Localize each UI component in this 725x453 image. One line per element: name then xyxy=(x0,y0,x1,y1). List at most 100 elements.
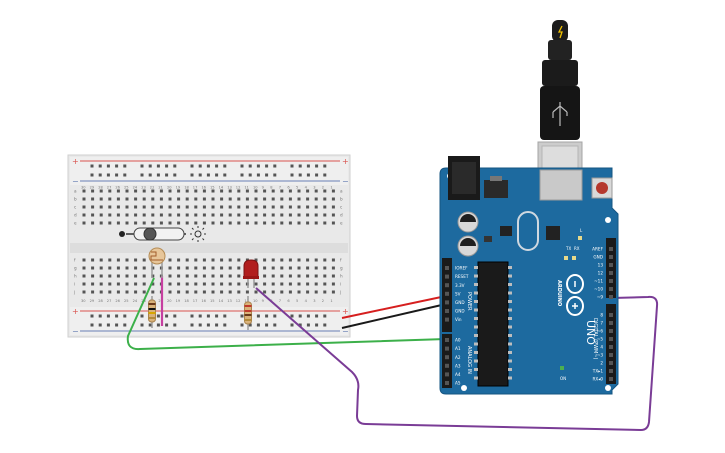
rail-hole[interactable] xyxy=(265,323,269,327)
breadboard-hole[interactable] xyxy=(194,197,198,201)
rail-hole[interactable] xyxy=(290,173,294,177)
rail-hole[interactable] xyxy=(123,314,127,318)
header-pin[interactable] xyxy=(445,355,449,360)
breadboard-hole[interactable] xyxy=(263,258,267,262)
photoresistor[interactable] xyxy=(148,247,166,278)
header-pin[interactable] xyxy=(609,247,613,251)
breadboard-hole[interactable] xyxy=(99,290,103,294)
breadboard-hole[interactable] xyxy=(254,221,258,225)
rail-hole[interactable] xyxy=(265,173,269,177)
breadboard[interactable]: + − + − + − + − 303029292828272726262525… xyxy=(67,154,351,338)
breadboard-hole[interactable] xyxy=(91,290,95,294)
header-pin[interactable] xyxy=(445,266,449,270)
breadboard-hole[interactable] xyxy=(99,189,103,193)
breadboard-hole[interactable] xyxy=(280,205,284,209)
rail-hole[interactable] xyxy=(106,173,110,177)
breadboard-hole[interactable] xyxy=(280,274,284,278)
breadboard-hole[interactable] xyxy=(237,274,241,278)
breadboard-hole[interactable] xyxy=(237,282,241,286)
breadboard-hole[interactable] xyxy=(82,274,86,278)
rail-hole[interactable] xyxy=(148,173,152,177)
rail-hole[interactable] xyxy=(323,314,327,318)
header-pin[interactable] xyxy=(445,309,449,313)
rail-hole[interactable] xyxy=(315,173,319,177)
rail-hole[interactable] xyxy=(248,323,252,327)
breadboard-hole[interactable] xyxy=(142,274,146,278)
rail-hole[interactable] xyxy=(156,323,160,327)
rail-hole[interactable] xyxy=(206,164,210,168)
breadboard-hole[interactable] xyxy=(331,205,335,209)
breadboard-hole[interactable] xyxy=(194,221,198,225)
breadboard-hole[interactable] xyxy=(314,221,318,225)
rail-hole[interactable] xyxy=(240,173,244,177)
breadboard-hole[interactable] xyxy=(211,258,215,262)
breadboard-hole[interactable] xyxy=(323,274,327,278)
breadboard-hole[interactable] xyxy=(271,290,275,294)
breadboard-hole[interactable] xyxy=(297,197,301,201)
breadboard-hole[interactable] xyxy=(220,258,224,262)
breadboard-hole[interactable] xyxy=(245,258,249,262)
rail-hole[interactable] xyxy=(98,323,102,327)
rail-hole[interactable] xyxy=(90,323,94,327)
breadboard-hole[interactable] xyxy=(211,282,215,286)
wire-gnd-black[interactable] xyxy=(341,303,447,329)
breadboard-hole[interactable] xyxy=(237,197,241,201)
breadboard-hole[interactable] xyxy=(288,205,292,209)
header-pin[interactable] xyxy=(609,337,613,341)
breadboard-hole[interactable] xyxy=(125,189,129,193)
breadboard-hole[interactable] xyxy=(220,266,224,270)
breadboard-hole[interactable] xyxy=(151,221,155,225)
breadboard-hole[interactable] xyxy=(168,258,172,262)
breadboard-hole[interactable] xyxy=(220,282,224,286)
breadboard-hole[interactable] xyxy=(142,213,146,217)
analog-header[interactable] xyxy=(442,334,452,388)
breadboard-hole[interactable] xyxy=(159,205,163,209)
header-pin[interactable] xyxy=(445,274,449,279)
breadboard-hole[interactable] xyxy=(306,258,310,262)
rail-hole[interactable] xyxy=(106,323,110,327)
breadboard-hole[interactable] xyxy=(288,221,292,225)
breadboard-hole[interactable] xyxy=(331,221,335,225)
breadboard-hole[interactable] xyxy=(306,205,310,209)
breadboard-hole[interactable] xyxy=(280,197,284,201)
breadboard-hole[interactable] xyxy=(142,189,146,193)
header-pin[interactable] xyxy=(609,255,613,259)
slider-knob[interactable] xyxy=(143,227,157,241)
rail-hole[interactable] xyxy=(115,323,119,327)
breadboard-hole[interactable] xyxy=(220,197,224,201)
breadboard-hole[interactable] xyxy=(134,213,138,217)
breadboard-hole[interactable] xyxy=(288,189,292,193)
rail-hole[interactable] xyxy=(123,164,127,168)
breadboard-hole[interactable] xyxy=(177,274,181,278)
header-pin[interactable] xyxy=(609,329,613,333)
breadboard-hole[interactable] xyxy=(306,282,310,286)
rail-hole[interactable] xyxy=(290,323,294,327)
breadboard-hole[interactable] xyxy=(91,274,95,278)
header-pin[interactable] xyxy=(445,300,449,305)
breadboard-hole[interactable] xyxy=(125,213,129,217)
breadboard-hole[interactable] xyxy=(228,258,232,262)
breadboard-hole[interactable] xyxy=(297,258,301,262)
breadboard-hole[interactable] xyxy=(306,221,310,225)
header-pin[interactable] xyxy=(609,271,613,275)
breadboard-hole[interactable] xyxy=(116,221,120,225)
breadboard-hole[interactable] xyxy=(331,213,335,217)
header-pin[interactable] xyxy=(609,369,613,373)
breadboard-hole[interactable] xyxy=(314,266,318,270)
breadboard-hole[interactable] xyxy=(288,197,292,201)
breadboard-hole[interactable] xyxy=(99,205,103,209)
breadboard-hole[interactable] xyxy=(134,266,138,270)
breadboard-hole[interactable] xyxy=(168,274,172,278)
breadboard-hole[interactable] xyxy=(306,213,310,217)
breadboard-hole[interactable] xyxy=(134,197,138,201)
breadboard-hole[interactable] xyxy=(211,290,215,294)
resistor-led[interactable] xyxy=(244,296,252,330)
breadboard-hole[interactable] xyxy=(202,221,206,225)
breadboard-hole[interactable] xyxy=(194,282,198,286)
breadboard-hole[interactable] xyxy=(116,189,120,193)
breadboard-hole[interactable] xyxy=(314,189,318,193)
breadboard-hole[interactable] xyxy=(237,189,241,193)
rail-hole[interactable] xyxy=(315,164,319,168)
breadboard-hole[interactable] xyxy=(82,221,86,225)
breadboard-hole[interactable] xyxy=(245,221,249,225)
